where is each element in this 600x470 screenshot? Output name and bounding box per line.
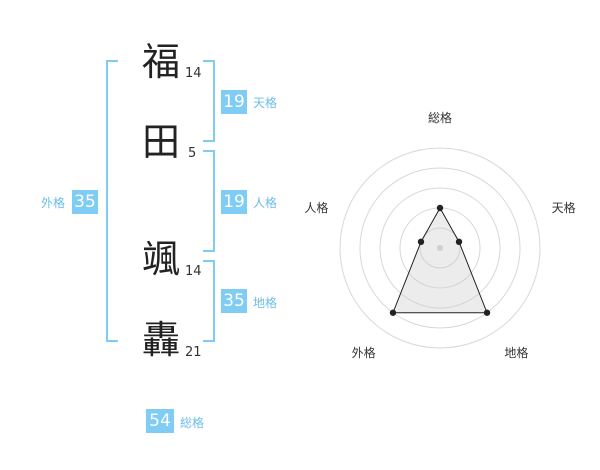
strokes-1: 14 (185, 66, 202, 81)
jinkaku-label: 人格 (253, 196, 278, 210)
radar-point (436, 204, 444, 212)
radar-axis-label: 人格 (304, 200, 328, 215)
tenkaku-bracket (203, 60, 215, 142)
jinkaku-value: 19 (221, 190, 247, 214)
radar-point (483, 309, 491, 316)
name-char-2: 田 (141, 120, 180, 164)
radar-axis-label: 地格 (504, 345, 528, 360)
soukaku-value: 54 (146, 409, 174, 433)
strokes-3: 14 (185, 264, 202, 279)
name-char-3: 颯 (141, 237, 180, 281)
radar-point (389, 309, 397, 316)
radar-axis-label: 天格 (552, 200, 576, 215)
radar-axis-label: 総格 (428, 110, 452, 125)
radar-ring (419, 227, 461, 269)
jinkaku-bracket (203, 150, 215, 252)
name-char-4: 轟 (141, 318, 180, 362)
radar-center (437, 245, 443, 251)
radar-polygon (392, 206, 488, 314)
radar-point (455, 238, 463, 246)
soukaku-label: 総格 (180, 416, 205, 430)
radar-ring (379, 187, 501, 309)
name-char-1: 福 (141, 40, 180, 84)
gaikaku-label: 外格 (41, 196, 66, 210)
radar-points (389, 204, 491, 316)
strokes-2: 5 (188, 146, 197, 161)
tenkaku-value: 19 (221, 90, 247, 114)
tenkaku-label: 天格 (253, 96, 278, 110)
radar-ring (359, 167, 521, 329)
strokes-4: 21 (185, 345, 202, 360)
gaikaku-bracket (106, 60, 118, 342)
chikaku-value: 35 (221, 289, 247, 313)
radar-point (417, 238, 425, 246)
chikaku-label: 地格 (253, 296, 278, 310)
chikaku-bracket (203, 260, 215, 342)
gaikaku-value: 35 (72, 190, 98, 214)
radar-axis-label: 外格 (352, 345, 376, 360)
radar-ring (339, 147, 541, 349)
